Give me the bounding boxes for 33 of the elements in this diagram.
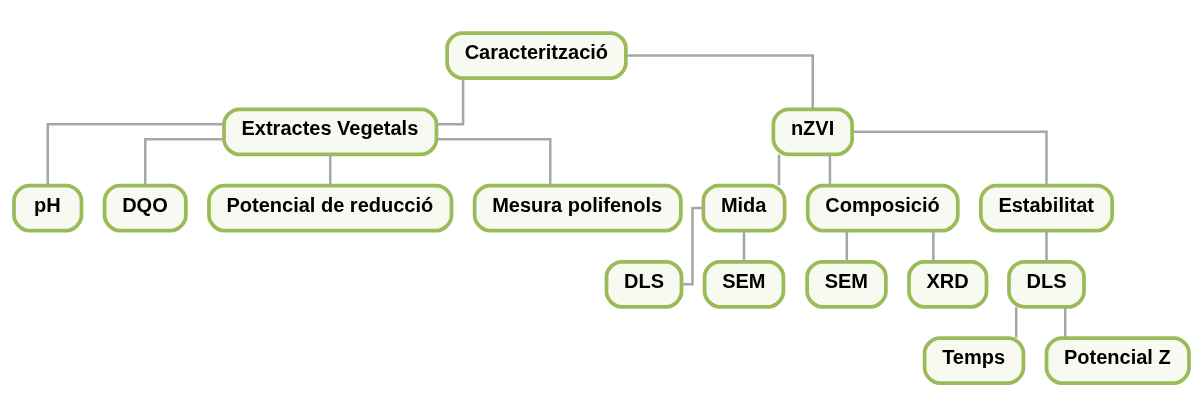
node-box: nZVI [771, 107, 854, 157]
node-box: DLS [604, 259, 684, 309]
node-box: Mesura polifenols [472, 183, 683, 233]
connector [742, 230, 746, 262]
node-box: SEM [702, 259, 786, 309]
node-box: DLS [1007, 259, 1086, 309]
connector [626, 54, 814, 109]
connector [144, 138, 224, 186]
node-box: Caracterització [445, 31, 628, 80]
connector [436, 78, 465, 126]
connector [1064, 307, 1067, 338]
node-box: XRD [907, 259, 989, 309]
node-box: SEM [805, 259, 888, 309]
node-box: Estabilitat [979, 183, 1114, 233]
connector [845, 230, 849, 262]
connector [329, 154, 332, 186]
connector [852, 130, 1048, 186]
node-box: Mida [701, 183, 787, 233]
node-box: Extractes Vegetals [222, 107, 439, 157]
node-box: Potencial Z [1044, 336, 1191, 385]
connector [681, 206, 704, 286]
connector [1014, 307, 1018, 338]
connector [1045, 230, 1048, 262]
connector [828, 154, 832, 186]
connector [932, 230, 935, 262]
node-box: Composició [805, 183, 960, 233]
node-box: pH [12, 183, 84, 233]
connector [436, 138, 552, 186]
node-box: DQO [102, 183, 188, 233]
connector [777, 154, 781, 186]
connector [46, 123, 224, 186]
node-box: Temps [922, 336, 1026, 385]
node-box: Potencial de reducció [207, 183, 454, 233]
